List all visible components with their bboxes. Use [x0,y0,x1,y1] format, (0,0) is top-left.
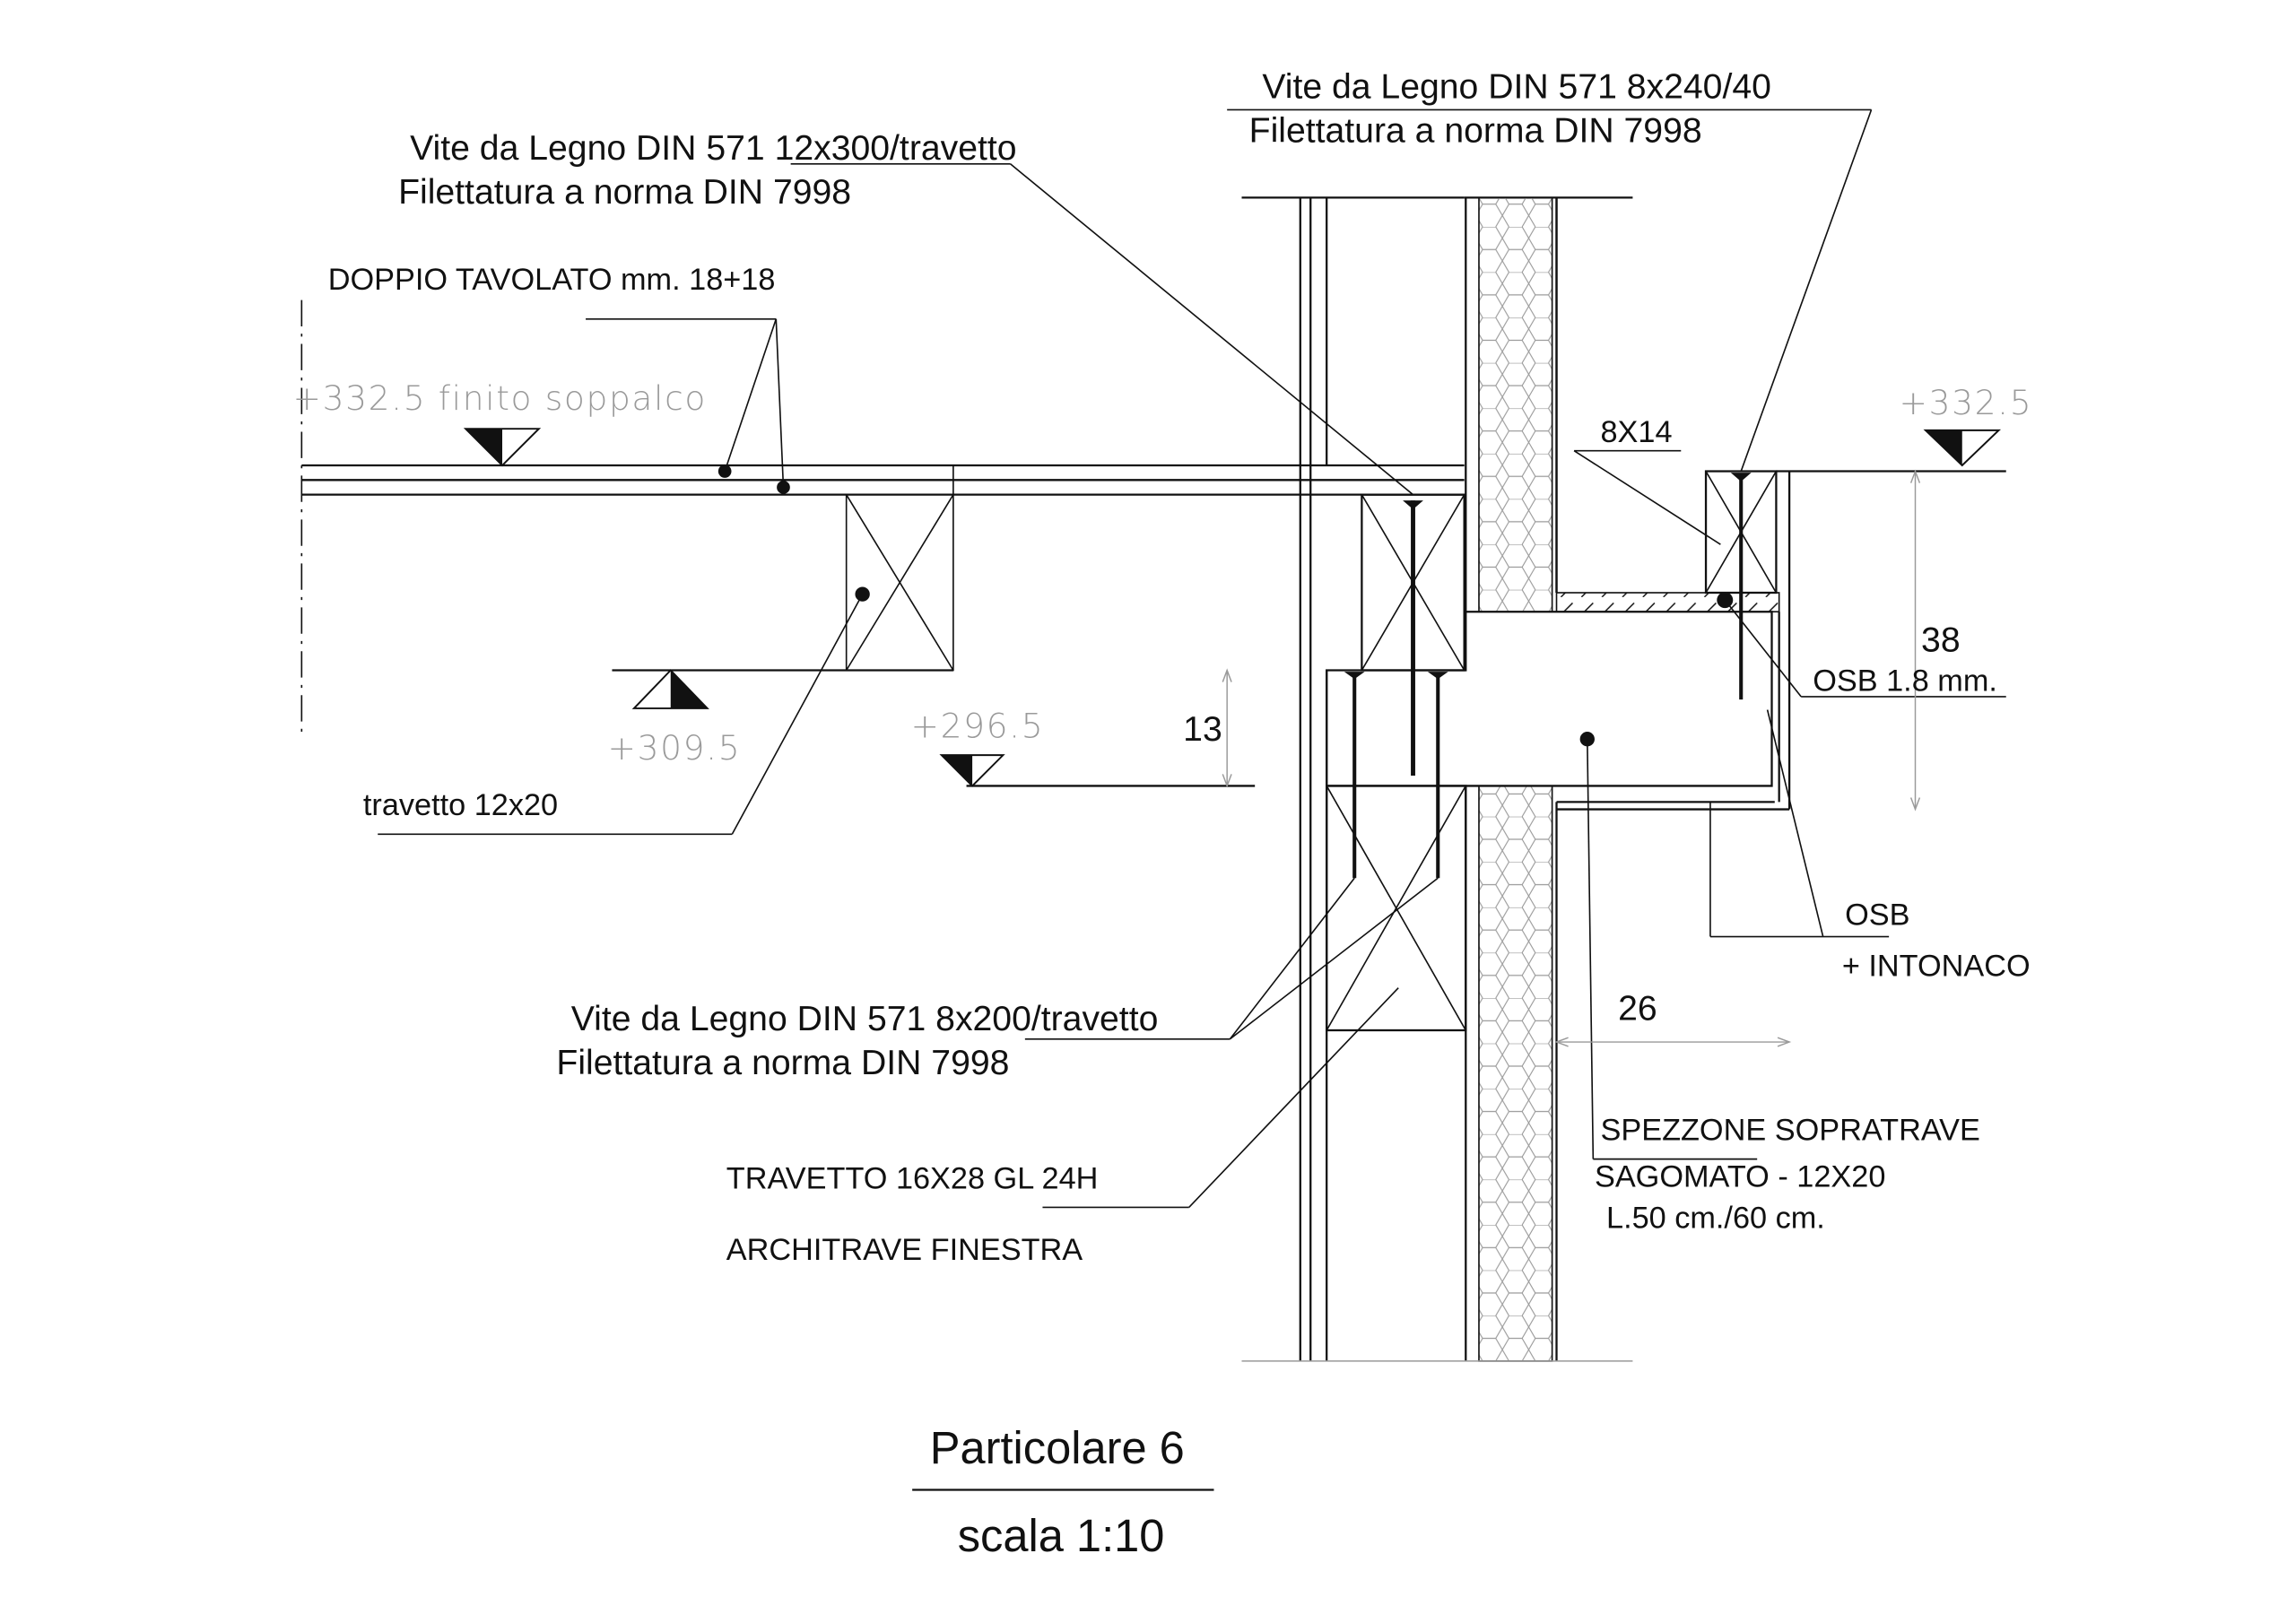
level-marker-left-top [463,428,542,467]
level-right-top: +332.5 [1900,383,2033,422]
leader-dot-icon [1717,592,1734,609]
dimension-26 [1554,1037,1792,1047]
leader-dot-icon [855,586,870,602]
level-mezzanine-finish: +332.5 finito soppalco [293,378,707,418]
lintel-beam [1326,672,1467,1032]
dimension-38-value: 38 [1921,621,1961,659]
dimension-38 [1909,469,1921,812]
level-joist-bottom: +309.5 [608,728,742,768]
shaped-block [1326,197,1791,811]
label-plaster: + INTONACO [1842,950,2031,984]
upper-wall-beam [1361,493,1465,777]
level-marker-joist-bottom [631,669,709,709]
label-beam-16x28: TRAVETTO 16X28 GL 24H [726,1161,1099,1195]
label-screw-8x200: Vite da Legno DIN 571 8x200/travetto [571,1000,1159,1038]
label-screw-12x300-thread: Filettatura a norma DIN 7998 [398,173,851,212]
dimension-13 [1222,668,1232,788]
label-screw-8x200-thread: Filettatura a norma DIN 7998 [556,1044,1009,1082]
insulation-bottom [1478,785,1553,1362]
label-lintel-window: ARCHITRAVE FINESTRA [726,1233,1083,1267]
leader-dot-icon [777,481,790,494]
level-lintel-top: +296.5 [911,707,1045,746]
label-double-boarding: DOPPIO TAVOLATO mm. 18+18 [328,263,776,297]
label-screw-8x240: Vite da Legno DIN 571 8x240/40 [1262,67,1771,106]
leader-dot-icon [718,464,732,478]
osb-board [1555,592,1780,613]
level-marker-lintel [939,754,1256,787]
drawing-scale: scala 1:10 [958,1510,1165,1561]
dimension-13-value: 13 [1183,710,1222,749]
label-osb: OSB [1845,898,1909,932]
label-spezzone-3: L.50 cm./60 cm. [1606,1201,1825,1235]
label-spezzone-2: SAGOMATO - 12X20 [1595,1160,1885,1194]
dimension-26-value: 26 [1618,990,1657,1028]
insulation-top [1478,196,1553,613]
label-section-8x14: 8X14 [1600,415,1672,449]
leaders [378,108,2006,1209]
beam-8x14 [1704,470,2006,700]
mezzanine-floor [300,299,1465,735]
joist-12x20 [612,493,954,672]
label-osb-thin: OSB 1.8 mm. [1813,664,1997,698]
drawing-title: Particolare 6 [930,1422,1185,1473]
label-screw-12x300: Vite da Legno DIN 571 12x300/travetto [410,129,1016,168]
label-spezzone-1: SPEZZONE SOPRATRAVE [1600,1113,1979,1147]
level-marker-right-top [1923,429,2002,467]
label-joist-12x20: travetto 12x20 [363,788,558,822]
label-screw-8x240-thread: Filettatura a norma DIN 7998 [1249,111,1702,150]
